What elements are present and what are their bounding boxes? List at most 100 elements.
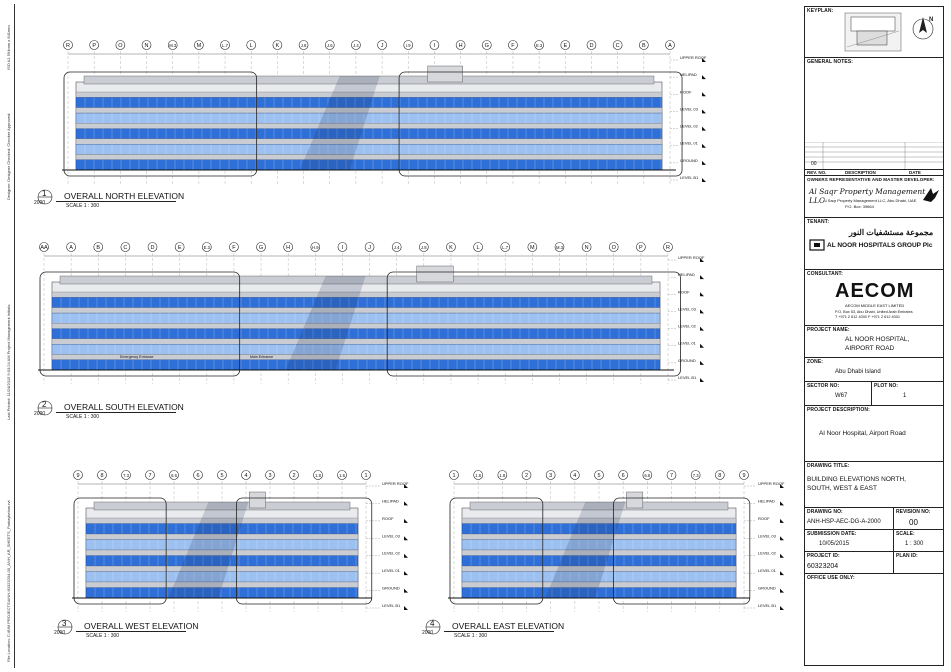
shadow-overlay [285,276,366,370]
grid-bubble [391,242,402,252]
level-marker [700,292,704,297]
level-marker [702,109,706,114]
zone-label: ZONE: [807,359,824,365]
grid-label: H.9 [312,245,319,250]
drawing-title-section: DRAWING TITLE: BUILDING ELEVATIONS NORTH… [805,461,943,507]
grid-label: 6.6 [171,473,177,478]
level-label: LEVEL B1 [382,603,401,608]
callout-box [235,497,373,605]
view-scale-north: SCALE 1 : 300 [66,203,100,209]
revision-value: 00 [811,161,817,167]
grid-label: N [145,43,149,49]
level-label: LEVEL 02 [680,124,699,129]
level-marker [702,178,706,182]
grid-bubble [497,470,508,480]
grid-label: J [381,43,384,49]
view-title-west: OVERALL WEST ELEVATION [84,621,199,631]
grid-label: E [563,43,567,49]
floor-slab-band [51,307,661,314]
grid-bubble [324,40,335,50]
grid-label: 1.6 [475,473,481,478]
floor-slab-band [75,154,663,161]
grid-label: L.7 [222,43,228,48]
grid-label: 9 [76,473,79,479]
glazing-band [75,159,663,171]
owner-line1: Al Saqr Property Management LLC, Abu Dha… [823,198,917,203]
grid-bubble [663,242,673,252]
callout-box [386,271,681,377]
grid-label: 3 [268,473,271,479]
grid-label: E [178,245,182,251]
drawing-title-line2: SOUTH, WEST & EAST [807,485,877,492]
drawing-title-label: DRAWING TITLE: [807,463,850,469]
grid-label: I.9 [406,43,411,48]
level-label: GROUND [758,586,776,591]
grid-label: R [66,43,70,49]
level-marker [404,588,408,593]
level-marker [404,571,408,576]
grid-bubble [666,470,677,480]
grid-label: 2 [292,473,295,479]
grid-label: J.6 [327,43,333,48]
glazing-band [51,328,661,339]
grid-label: 1 [364,473,367,479]
level-marker [700,326,704,331]
project-name-line2: AIRPORT ROAD [845,345,895,352]
level-label: GROUND [382,586,400,591]
level-marker [404,606,408,610]
level-label: UPPER ROOF [382,481,409,486]
grid-bubble [500,242,511,252]
grid-label: J.8 [301,43,307,48]
view-number-south: 2 [42,400,47,409]
grid-bubble [39,242,49,252]
level-marker [780,501,784,506]
date-header: DATE [909,170,921,175]
emergency-entrance-label: Emergency Entrance [120,355,154,359]
grid-bubble [534,40,544,50]
callout-box [449,497,544,605]
grid-label: M.3 [556,245,564,250]
grid-bubble [256,242,266,252]
consultant-line2: T +971 2 612 4000 F +971 2 612 4001 [835,315,900,319]
tenant-name: AL NOOR HOSPITALS GROUP Plc [827,242,933,249]
grid-label: P [639,245,643,251]
grid-bubble [351,40,361,50]
grid-label: 8 [718,473,721,479]
owner-section: OWNERS REPRESENTATIVE AND MASTER DEVELOP… [805,175,943,217]
grid-label: I [434,43,436,49]
level-marker [780,588,784,593]
project-name-line1: AL NOOR HOSPITAL, [845,336,910,343]
description-header: DESCRIPTION [845,170,876,175]
rooftop-core [626,491,644,509]
level-marker [700,378,704,382]
revision-no-value: 00 [909,518,918,527]
floor-slab-band [75,138,663,145]
level-label: LEVEL 02 [382,551,401,556]
owner-label: OWNERS REPRESENTATIVE AND MASTER DEVELOP… [807,177,935,182]
grid-label: E.3 [204,245,211,250]
rooftop-core [416,265,454,283]
floor-slab-band [75,123,663,129]
tenant-label: TENANT: [807,219,830,225]
glazing-band [75,128,663,139]
grid-bubble [193,470,203,480]
level-label: LEVEL B1 [758,603,777,608]
shadow-overlay [299,76,380,170]
project-id-section: PROJECT ID: 60323204 PLAN ID: [805,551,943,574]
grid-bubble [220,40,230,50]
project-id-value: 60323204 [807,563,839,570]
roof-parapet [469,501,729,511]
grid-bubble [89,40,99,50]
grid-label: 7 [148,473,151,479]
general-notes-section: GENERAL NOTES: 00 [805,57,943,170]
rooftop-core [248,491,266,509]
grid-bubble [581,242,592,252]
grid-bubble [429,40,440,50]
consultant-section: CONSULTANT: AECOM AECOM MIDDLE EAST LIMI… [805,269,943,325]
grid-label: P [92,43,96,49]
glazing-band [51,312,661,324]
aecom-logo: AECOM [835,280,915,302]
grid-bubble [455,40,466,50]
grid-bubble [147,242,158,252]
